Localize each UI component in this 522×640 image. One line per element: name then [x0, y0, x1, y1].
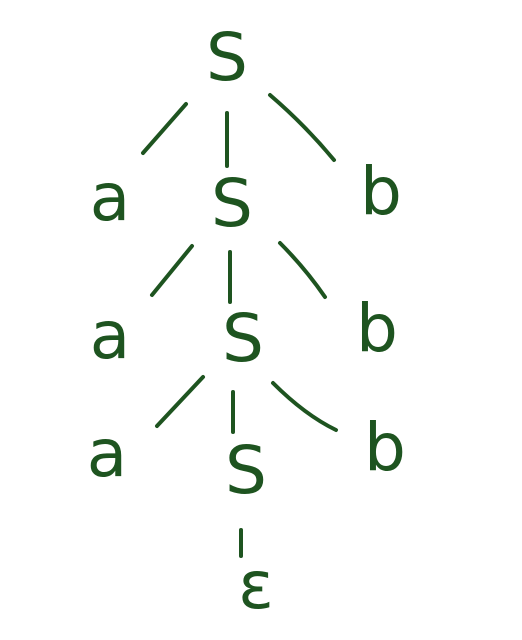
- edge-root-to-b: [268, 93, 336, 162]
- node-root-s: S: [206, 19, 248, 96]
- node-b-level1: b: [360, 153, 402, 230]
- node-b-level2: b: [356, 290, 398, 367]
- node-s-level3: S: [225, 432, 267, 509]
- node-s-level1: S: [211, 165, 253, 242]
- tree-nodes: S a S b a S b a S b ε: [87, 19, 406, 624]
- edge-s1-to-b: [278, 241, 327, 299]
- node-s-level2: S: [222, 300, 264, 377]
- tree-edges: [141, 93, 338, 558]
- edge-s1-to-a: [150, 244, 194, 297]
- edge-root-to-a: [141, 102, 188, 155]
- edge-s2-to-b: [271, 381, 338, 432]
- node-a-level1: a: [90, 159, 130, 236]
- node-a-level2: a: [90, 297, 130, 374]
- node-b-level3: b: [364, 409, 406, 486]
- node-epsilon: ε: [238, 547, 274, 624]
- edge-s2-to-a: [155, 375, 205, 428]
- node-a-level3: a: [87, 415, 127, 492]
